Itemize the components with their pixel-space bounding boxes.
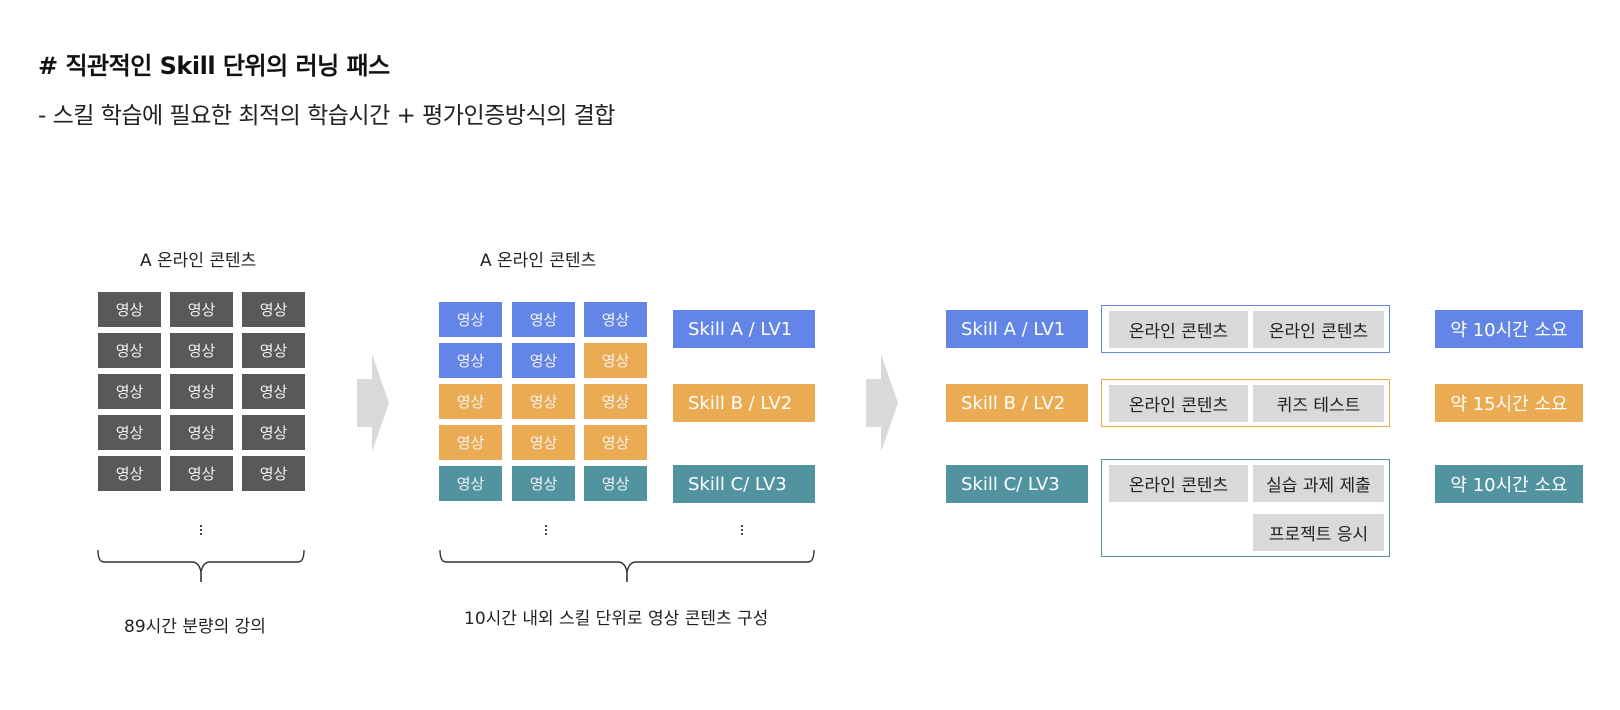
method-online-content: 온라인 콘텐츠: [1253, 311, 1384, 348]
video-tile: 영상: [98, 333, 161, 368]
video-tile: 영상: [242, 374, 305, 409]
middle-panel-caption: 10시간 내외 스킬 단위로 영상 콘텐츠 구성: [464, 609, 769, 629]
video-tile: 영상: [98, 456, 161, 491]
right-arrow-icon: [357, 354, 389, 452]
video-tile: 영상: [170, 456, 233, 491]
video-tile: 영상: [242, 333, 305, 368]
video-tile-skill-b: 영상: [584, 343, 647, 378]
video-tile: 영상: [170, 415, 233, 450]
method-online-content: 온라인 콘텐츠: [1109, 465, 1248, 502]
method-practice-assignment: 실습 과제 제출: [1253, 465, 1384, 502]
middle-panel-label: A 온라인 콘텐츠: [480, 251, 597, 271]
video-tile: 영상: [98, 415, 161, 450]
page-subtitle: - 스킬 학습에 필요한 최적의 학습시간 + 평가인증방식의 결합: [38, 103, 615, 129]
video-tile-skill-c: 영상: [584, 466, 647, 501]
skill-b-label: Skill B / LV2: [946, 384, 1088, 422]
video-tile-skill-a: 영상: [439, 343, 502, 378]
video-tile-skill-a: 영상: [512, 343, 575, 378]
page-title: # 직관적인 Skill 단위의 러닝 패스: [38, 52, 390, 80]
video-tile: 영상: [242, 415, 305, 450]
video-tile-skill-b: 영상: [439, 384, 502, 419]
left-panel-caption: 89시간 분량의 강의: [124, 617, 266, 637]
skill-b-label: Skill B / LV2: [673, 384, 815, 422]
video-tile: 영상: [170, 292, 233, 327]
method-online-content: 온라인 콘텐츠: [1109, 311, 1248, 348]
skill-a-label: Skill A / LV1: [673, 310, 815, 348]
right-arrow-icon: [866, 354, 898, 452]
duration-badge: 약 10시간 소요: [1435, 465, 1583, 503]
left-panel-label: A 온라인 콘텐츠: [140, 251, 257, 271]
video-tile-skill-c: 영상: [439, 466, 502, 501]
duration-badge: 약 10시간 소요: [1435, 310, 1583, 348]
video-tile-skill-b: 영상: [439, 425, 502, 460]
video-tile: 영상: [242, 292, 305, 327]
video-tile-skill-c: 영상: [512, 466, 575, 501]
video-tile-skill-a: 영상: [439, 302, 502, 337]
video-tile-skill-b: 영상: [584, 384, 647, 419]
more-dots-icon: [740, 525, 744, 535]
skill-c-label: Skill C/ LV3: [673, 465, 815, 503]
curly-brace-icon: [439, 549, 815, 582]
method-project-exam: 프로젝트 응시: [1253, 514, 1384, 551]
video-tile-skill-b: 영상: [512, 384, 575, 419]
curly-brace-icon: [97, 549, 305, 582]
method-quiz-test: 퀴즈 테스트: [1253, 385, 1384, 422]
video-tile: 영상: [170, 374, 233, 409]
method-online-content: 온라인 콘텐츠: [1109, 385, 1248, 422]
skill-c-label: Skill C/ LV3: [946, 465, 1088, 503]
video-tile-skill-a: 영상: [584, 302, 647, 337]
video-tile-skill-b: 영상: [512, 425, 575, 460]
more-dots-icon: [199, 525, 203, 535]
video-tile-skill-b: 영상: [584, 425, 647, 460]
video-tile: 영상: [98, 374, 161, 409]
more-dots-icon: [544, 525, 548, 535]
video-tile-skill-a: 영상: [512, 302, 575, 337]
video-tile: 영상: [98, 292, 161, 327]
skill-a-label: Skill A / LV1: [946, 310, 1088, 348]
video-tile: 영상: [242, 456, 305, 491]
video-tile: 영상: [170, 333, 233, 368]
duration-badge: 약 15시간 소요: [1435, 384, 1583, 422]
